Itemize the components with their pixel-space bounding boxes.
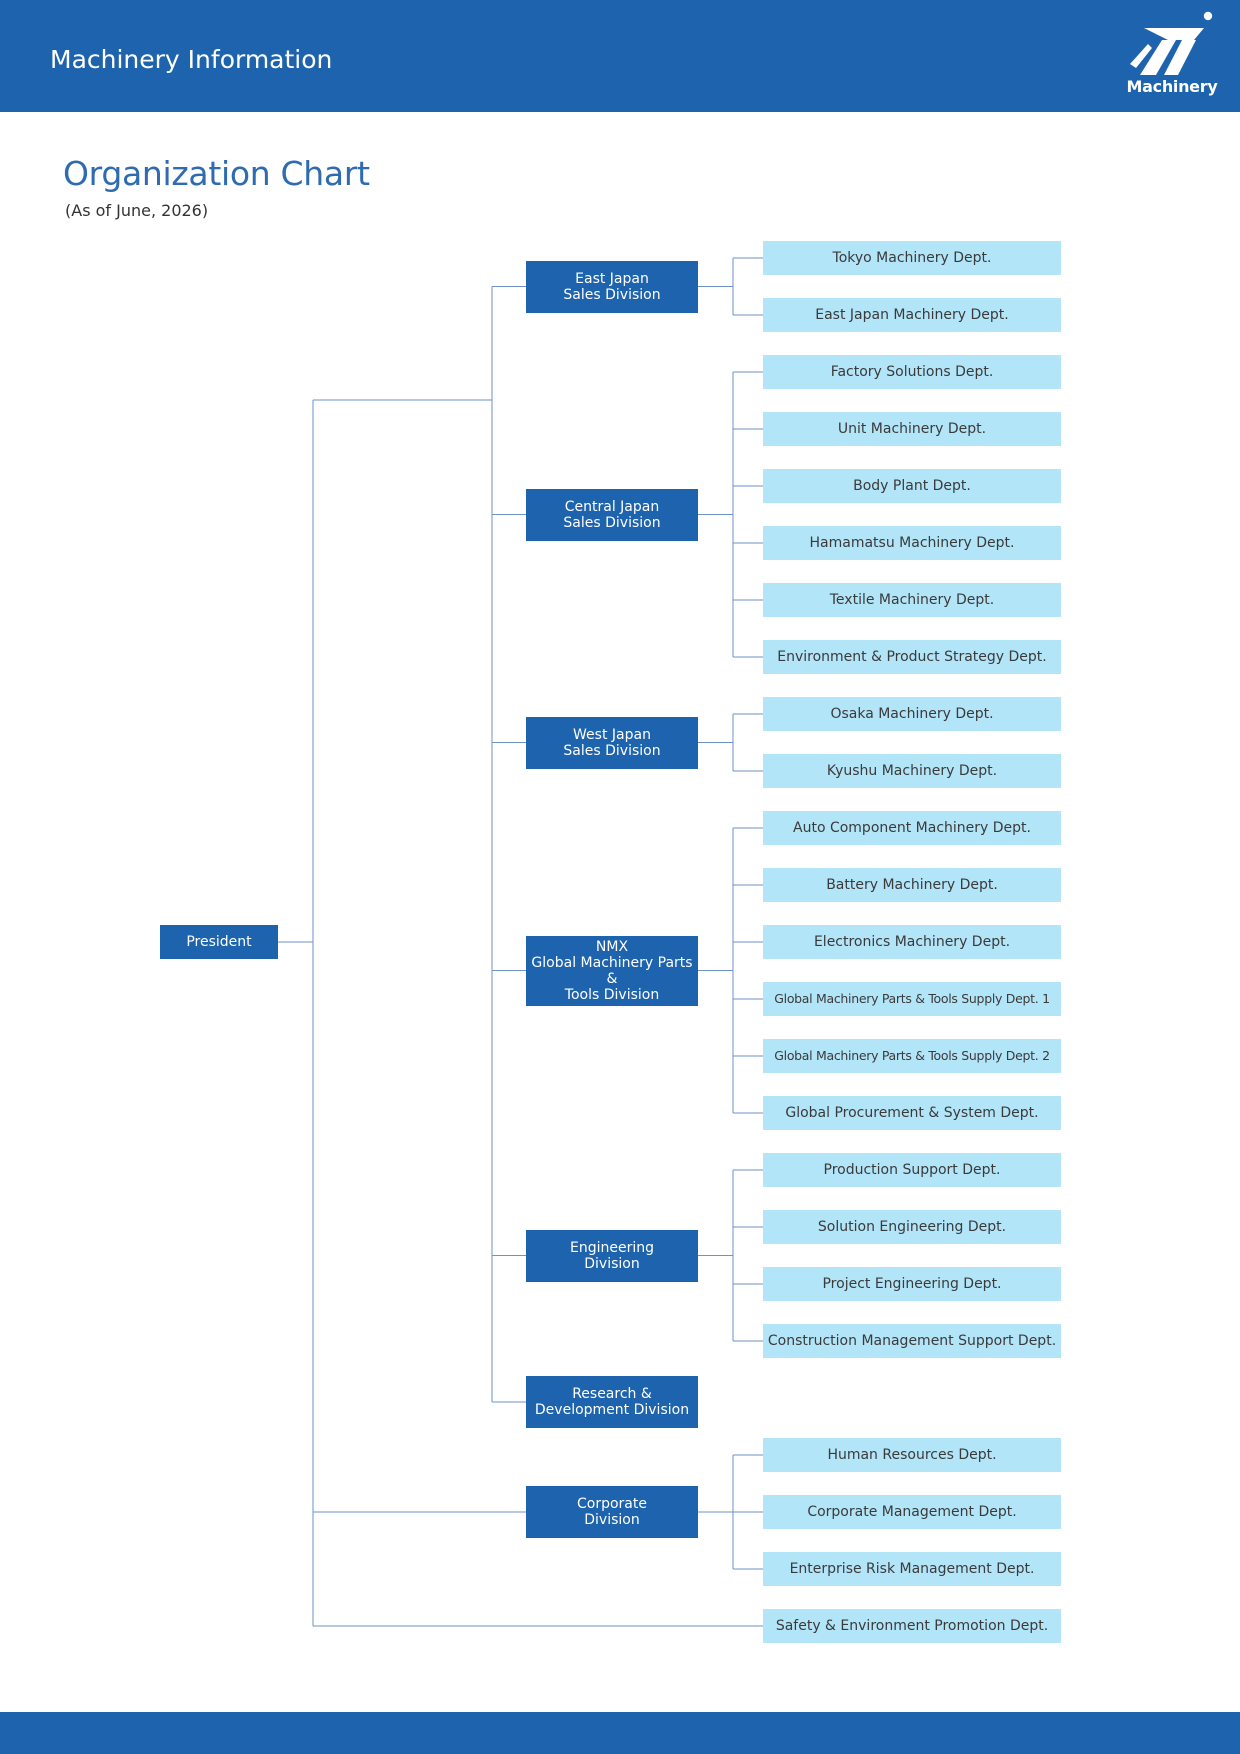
dept-box: Safety & Environment Promotion Dept. — [763, 1609, 1061, 1643]
division-box: East Japan Sales Division — [526, 260, 698, 313]
president-box: President — [160, 925, 278, 959]
dept-box: Global Machinery Parts & Tools Supply De… — [763, 982, 1061, 1016]
dept-box: Auto Component Machinery Dept. — [763, 811, 1061, 845]
dept-box: Corporate Management Dept. — [763, 1495, 1061, 1529]
dept-box: Environment & Product Strategy Dept. — [763, 640, 1061, 674]
dept-box: Solution Engineering Dept. — [763, 1210, 1061, 1244]
division-box: Central Japan Sales Division — [526, 488, 698, 541]
dept-box: Unit Machinery Dept. — [763, 412, 1061, 446]
header-bar: Machinery Information Machinery — [0, 0, 1240, 112]
dept-box: Project Engineering Dept. — [763, 1267, 1061, 1301]
dept-box: Factory Solutions Dept. — [763, 355, 1061, 389]
dept-box: Osaka Machinery Dept. — [763, 697, 1061, 731]
dept-box: Enterprise Risk Management Dept. — [763, 1552, 1061, 1586]
division-box: Engineering Division — [526, 1229, 698, 1282]
dept-box: East Japan Machinery Dept. — [763, 298, 1061, 332]
dept-box: Human Resources Dept. — [763, 1438, 1061, 1472]
dept-box: Textile Machinery Dept. — [763, 583, 1061, 617]
dept-box: Battery Machinery Dept. — [763, 868, 1061, 902]
dept-box: Global Procurement & System Dept. — [763, 1096, 1061, 1130]
as-of-date: (As of June, 2026) — [65, 201, 209, 220]
logo-wordmark: Machinery — [1126, 77, 1218, 96]
dept-box: Kyushu Machinery Dept. — [763, 754, 1061, 788]
division-box: NMX Global Machinery Parts & Tools Divis… — [526, 935, 698, 1006]
dept-box: Global Machinery Parts & Tools Supply De… — [763, 1039, 1061, 1073]
dept-box: Hamamatsu Machinery Dept. — [763, 526, 1061, 560]
footer-bar — [0, 1712, 1240, 1754]
division-box: Research & Development Division — [526, 1376, 698, 1428]
dept-box: Tokyo Machinery Dept. — [763, 241, 1061, 275]
division-box: Corporate Division — [526, 1486, 698, 1538]
header-title: Machinery Information — [50, 45, 333, 74]
division-box: West Japan Sales Division — [526, 716, 698, 769]
page-title: Organization Chart — [63, 154, 370, 193]
dept-box: Body Plant Dept. — [763, 469, 1061, 503]
company-logo-icon — [1130, 11, 1213, 75]
dept-box: Electronics Machinery Dept. — [763, 925, 1061, 959]
dept-box: Production Support Dept. — [763, 1153, 1061, 1187]
dept-box: Construction Management Support Dept. — [763, 1324, 1061, 1358]
